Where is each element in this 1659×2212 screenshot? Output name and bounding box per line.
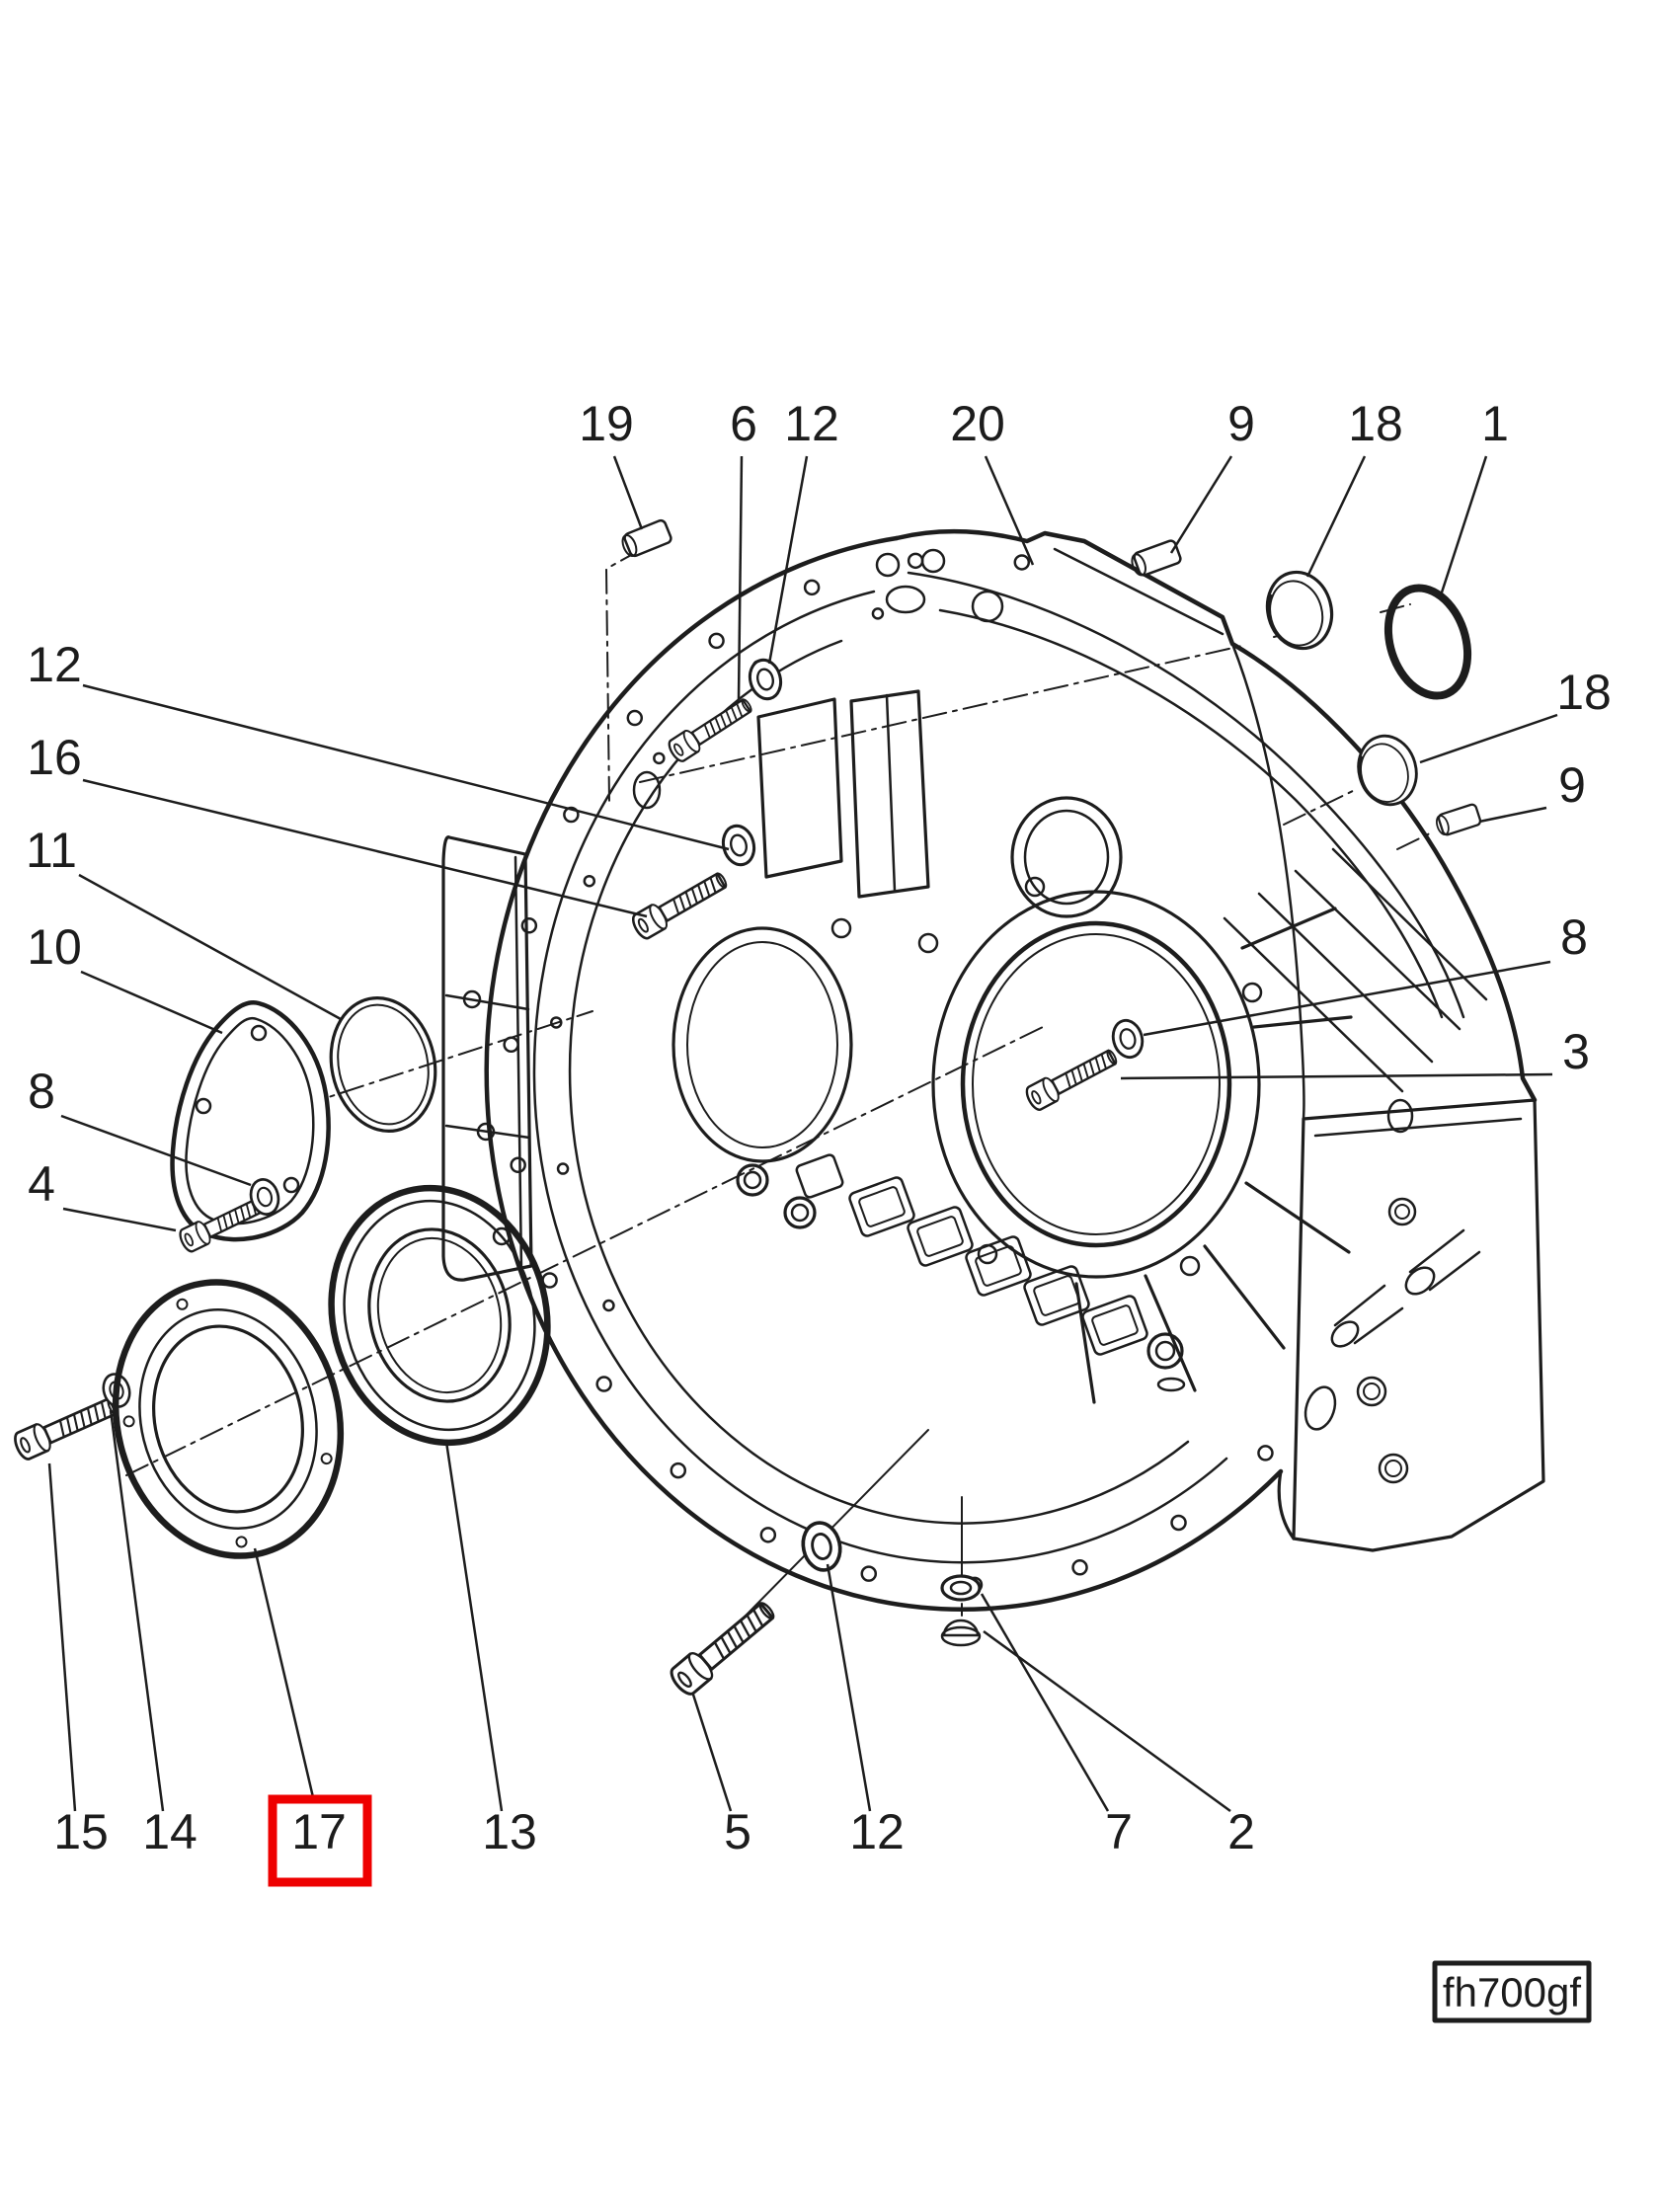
- rear-mounting-plate: [1292, 1098, 1545, 1552]
- bolt-5-icon: [666, 1594, 782, 1699]
- bolt-3-icon: [1022, 1043, 1122, 1114]
- leader-lines: [47, 455, 1558, 1813]
- callout-7-23[interactable]: 7: [1105, 1804, 1133, 1859]
- cup-plug-18b-icon: [1349, 728, 1426, 813]
- callout-12-2[interactable]: 12: [784, 396, 839, 451]
- callout-8-9[interactable]: 8: [1560, 909, 1588, 965]
- leader-line-9-4: [1169, 455, 1233, 554]
- leader-line-18-5: [1305, 455, 1367, 578]
- leader-line-19-0: [612, 455, 644, 530]
- flange-outer-edge: [484, 535, 1284, 1612]
- callout-13-20[interactable]: 13: [482, 1804, 537, 1859]
- leader-line-17-19: [253, 1547, 315, 1798]
- callout-3-10[interactable]: 3: [1562, 1024, 1590, 1079]
- callout-17-19[interactable]: 17: [291, 1804, 347, 1859]
- housing-rear-outline: [894, 528, 1538, 1103]
- leader-line-12-2: [767, 455, 809, 665]
- callout-9-8[interactable]: 9: [1558, 757, 1586, 813]
- dowel-pin-9b-icon: [1433, 802, 1483, 838]
- o-ring-1-icon: [1383, 584, 1472, 700]
- leader-line-5-21: [691, 1694, 733, 1812]
- leader-line-3-10: [1120, 1072, 1553, 1080]
- o-ring-11-icon: [329, 996, 437, 1133]
- leader-line-2-24: [983, 1629, 1231, 1813]
- seal-ring-17-icon: [112, 1279, 345, 1559]
- leader-line-15-17: [47, 1462, 77, 1812]
- leader-line-8-15: [60, 1114, 252, 1187]
- leader-line-9-8: [1478, 806, 1547, 824]
- top-bosses: [875, 548, 1004, 623]
- leader-line-10-14: [80, 970, 223, 1035]
- leader-line-6-1: [737, 455, 744, 700]
- callout-15-17[interactable]: 15: [53, 1804, 109, 1859]
- callout-6-1[interactable]: 6: [730, 396, 757, 451]
- callout-9-4[interactable]: 9: [1227, 396, 1255, 451]
- callout-1-6[interactable]: 1: [1481, 396, 1509, 451]
- leader-line-4-16: [62, 1207, 177, 1232]
- callout-4-16[interactable]: 4: [28, 1156, 55, 1212]
- flange-bolt-holes: [503, 552, 1274, 1594]
- callout-20-3[interactable]: 20: [950, 396, 1005, 451]
- leader-line-12-22: [826, 1563, 872, 1812]
- callout-5-21[interactable]: 5: [724, 1804, 751, 1859]
- highlight-box-callout-17: [268, 1794, 372, 1887]
- callout-labels: 19 6 12 20 9 18 1 18 9 8 3 12 16 11 10 8 4 15 14 17 13 5 12 7 2: [26, 396, 1612, 1859]
- cup-plug-18a-icon: [1257, 563, 1342, 658]
- callout-12-22[interactable]: 12: [849, 1804, 905, 1859]
- bolt-15-icon: [10, 1389, 123, 1463]
- callout-16-12[interactable]: 16: [27, 730, 82, 785]
- leader-line-8-9: [1143, 960, 1551, 1037]
- leader-line-7-23: [980, 1593, 1110, 1812]
- leader-line-20-3: [984, 455, 1035, 566]
- dowel-pin-9a-icon: [1128, 537, 1184, 580]
- left-mounting-lug: [441, 835, 533, 1282]
- callout-18-5[interactable]: 18: [1348, 396, 1403, 451]
- leader-line-16-12: [82, 778, 648, 918]
- bolt-16-icon: [628, 865, 733, 943]
- cover-plate-10-icon: [170, 999, 331, 1242]
- leader-line-1-6: [1438, 455, 1488, 599]
- dowel-pin-19-icon: [618, 517, 674, 561]
- callout-19-0[interactable]: 19: [579, 396, 634, 451]
- interior-web: [632, 689, 1353, 1404]
- seal-washer-7-icon: [940, 1574, 982, 1602]
- callout-8-15[interactable]: 8: [28, 1064, 55, 1119]
- callout-10-14[interactable]: 10: [27, 919, 82, 975]
- figure-code-label: fh700gf: [1443, 1969, 1581, 2015]
- leader-line-11-13: [78, 873, 342, 1021]
- crankshaft-bore: [931, 876, 1263, 1279]
- leader-line-18-7: [1419, 713, 1558, 764]
- leader-line-13-20: [444, 1441, 504, 1812]
- leader-line-14-18: [109, 1409, 165, 1812]
- leader-line-12-11: [82, 683, 730, 851]
- washer-12a-icon: [744, 655, 787, 704]
- wear-ring-13-icon: [328, 1184, 551, 1447]
- callout-18-7[interactable]: 18: [1556, 665, 1612, 720]
- highlight-layer: [268, 1794, 372, 1887]
- figure-code-frame: fh700gf: [1432, 1960, 1592, 2023]
- callout-12-11[interactable]: 12: [27, 637, 82, 692]
- center-lines: [125, 548, 1435, 1672]
- callout-2-24[interactable]: 2: [1227, 1804, 1255, 1859]
- callout-14-18[interactable]: 14: [142, 1804, 198, 1859]
- plug-2-icon: [940, 1619, 982, 1647]
- washer-12b-icon: [717, 821, 760, 870]
- vent-openings: [795, 1153, 1148, 1356]
- flywheel-housing-art: [125, 528, 1545, 1672]
- callout-11-13[interactable]: 11: [26, 823, 77, 878]
- washer-8b-icon: [1107, 1015, 1148, 1063]
